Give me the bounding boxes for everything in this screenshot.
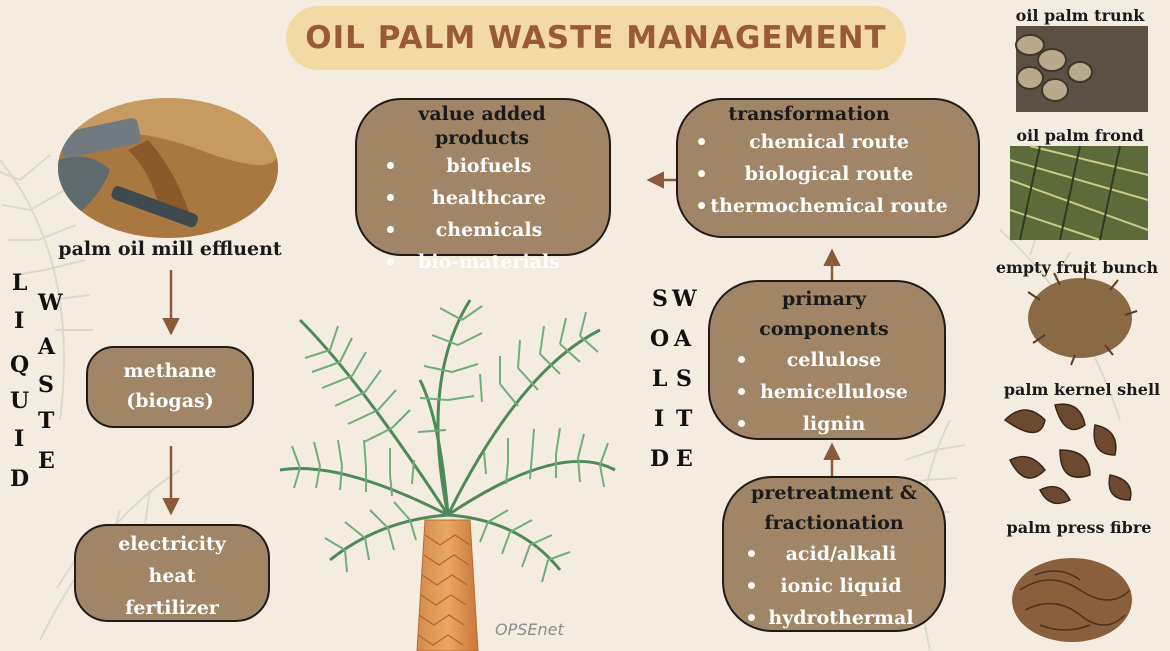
solid-letter: O <box>650 326 670 352</box>
list-item: chemicals <box>387 214 591 246</box>
solid-letter: D <box>650 446 670 472</box>
pretreatment-list: acid/alkali ionic liquid hydrothermal <box>748 538 934 634</box>
value-added-box: value added products biofuels healthcare… <box>355 98 611 273</box>
value-added-list: biofuels healthcare chemicals bio-materi… <box>387 150 591 278</box>
liquid-letter: L <box>12 270 28 296</box>
credit-logo: OPSEnet <box>495 620 564 639</box>
liquid-letter: A <box>38 334 56 360</box>
primary-title-line: primary <box>782 288 866 310</box>
biomass-label-trunk: oil palm trunk <box>1015 6 1145 25</box>
primary-title-line: components <box>759 318 889 340</box>
liquid-letter: Q <box>10 352 30 378</box>
liquid-letter: W <box>38 290 63 316</box>
methane-line: methane <box>123 360 217 382</box>
list-item: hydrothermal <box>748 602 934 634</box>
biomass-label-frond: oil palm frond <box>1016 126 1144 145</box>
list-item: hemicellulose <box>738 376 930 408</box>
list-item: healthcare <box>387 182 591 214</box>
frond-photo <box>1009 145 1149 241</box>
solid-letter: I <box>654 406 665 432</box>
list-item: cellulose <box>738 344 930 376</box>
liquid-letter: D <box>10 466 30 492</box>
list-item: ionic liquid <box>748 570 934 602</box>
solid-letter: S <box>652 286 668 312</box>
list-item: biological route <box>698 158 960 190</box>
list-item: chemical route <box>698 126 960 158</box>
solid-letter: E <box>676 446 693 472</box>
solid-letter: T <box>676 406 693 432</box>
biomass-label-kernel-shell: palm kernel shell <box>1003 380 1161 399</box>
energy-line: fertilizer <box>125 597 219 619</box>
title-banner: OIL PALM WASTE MANAGEMENT <box>286 6 906 70</box>
liquid-letter: I <box>14 426 25 452</box>
pretreatment-title-line: fractionation <box>764 512 904 534</box>
biomass-label-fruit-bunch: empty fruit bunch <box>995 258 1159 277</box>
solid-letter: A <box>674 326 692 352</box>
trunk-photo <box>1015 26 1148 112</box>
solid-letter: W <box>672 286 697 312</box>
solid-letter: L <box>652 366 668 392</box>
pome-label: palm oil mill effluent <box>58 238 282 260</box>
primary-components-box: primary components cellulose hemicellulo… <box>708 280 946 440</box>
liquid-letter: U <box>10 388 30 414</box>
pretreatment-title-line: pretreatment & <box>751 482 917 504</box>
list-item: bio-materials <box>387 246 591 278</box>
methane-line: (biogas) <box>126 390 214 412</box>
list-item: biofuels <box>387 150 591 182</box>
solid-letter: S <box>676 366 692 392</box>
methane-box: methane (biogas) <box>86 346 254 428</box>
fruit-bunch-photo <box>1027 268 1138 366</box>
value-added-title: value added products <box>418 103 546 149</box>
page-title: OIL PALM WASTE MANAGEMENT <box>305 20 887 56</box>
transformation-list: chemical route biological route thermoch… <box>698 126 960 222</box>
press-fibre-photo <box>1012 558 1132 642</box>
energy-line: electricity <box>118 533 226 555</box>
effluent-photo <box>58 98 278 238</box>
primary-list: cellulose hemicellulose lignin <box>738 344 930 440</box>
liquid-letter: T <box>38 408 55 434</box>
transformation-title: transformation <box>728 103 890 125</box>
list-item: thermochemical route <box>698 190 960 222</box>
liquid-letter: S <box>38 372 54 398</box>
energy-box: electricity heat fertilizer <box>74 524 270 622</box>
list-item: lignin <box>738 408 930 440</box>
pretreatment-box: pretreatment & fractionation acid/alkali… <box>722 476 946 632</box>
biomass-label-press-fibre: palm press fibre <box>1006 518 1152 537</box>
liquid-letter: E <box>38 448 55 474</box>
liquid-letter: I <box>14 308 25 334</box>
energy-line: heat <box>148 565 196 587</box>
transformation-box: transformation chemical route biological… <box>676 98 980 238</box>
list-item: acid/alkali <box>748 538 934 570</box>
kernel-shell-photo <box>1003 403 1132 505</box>
